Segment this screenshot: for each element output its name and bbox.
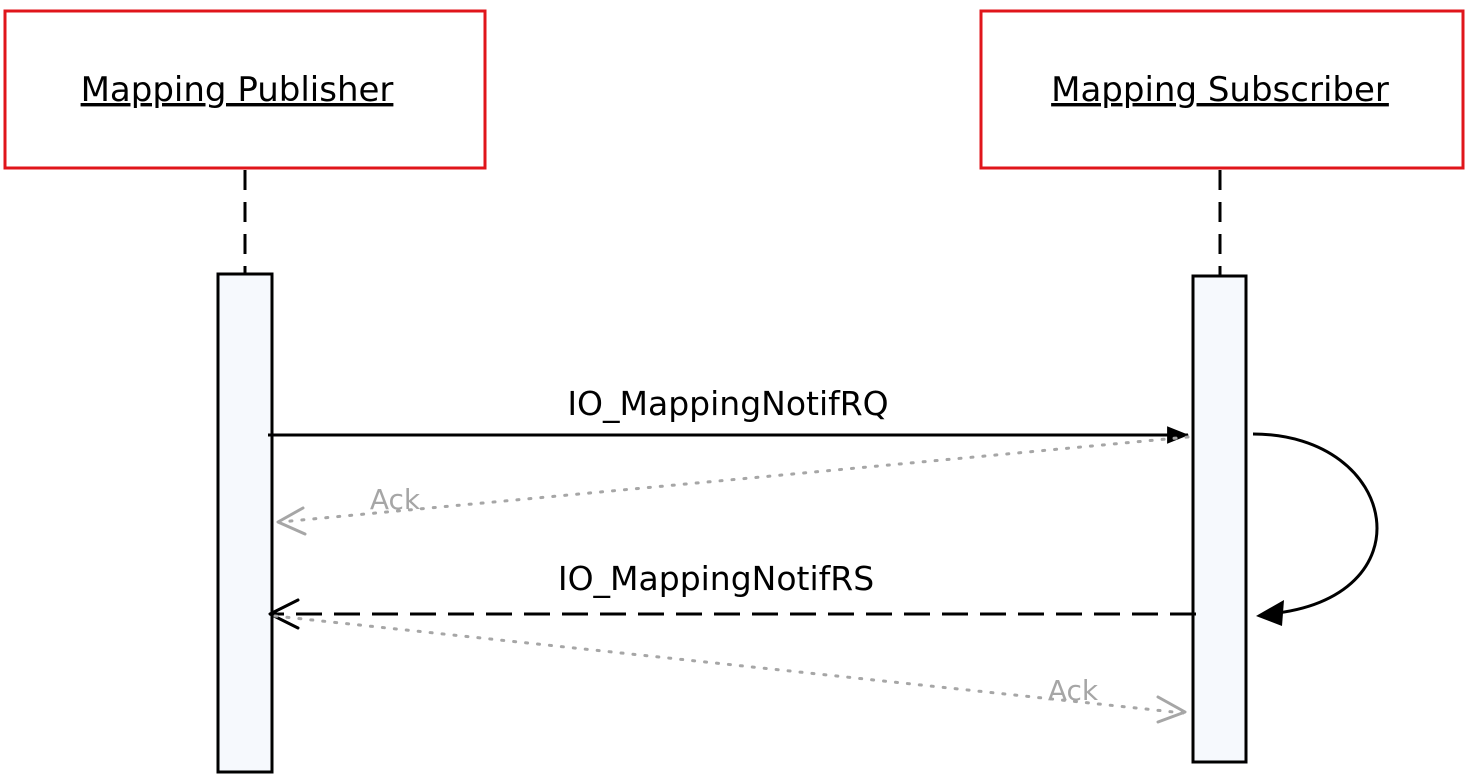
message-request-ack-line [278, 435, 1190, 524]
message-response-ack-label: Ack [1048, 674, 1099, 707]
self-call-curve [1252, 432, 1379, 616]
activation-bar-subscriber [1191, 274, 1248, 764]
self-call-processing [1252, 432, 1379, 626]
message-response-label: IO_MappingNotifRS [558, 559, 874, 598]
self-call-arrowhead [1256, 600, 1284, 626]
participant-subscriber-box [979, 9, 1465, 170]
participant-subscriber-label: Mapping Subscriber [1051, 70, 1389, 110]
participant-publisher-label: Mapping Publisher [81, 70, 394, 110]
message-request-ack: Ack [276, 435, 1190, 536]
participant-publisher-box [3, 9, 487, 170]
message-response-arrowhead [268, 598, 300, 630]
participant-publisher: Mapping Publisher [3, 9, 487, 170]
message-response: IO_MappingNotifRS [268, 559, 1196, 630]
message-request-ack-label: Ack [370, 483, 421, 516]
message-response-ack-arrowhead [1156, 695, 1187, 724]
activation-bar-publisher [216, 272, 274, 774]
message-request-ack-arrowhead [276, 506, 307, 536]
message-request-label: IO_MappingNotifRQ [567, 384, 888, 423]
participant-subscriber: Mapping Subscriber [979, 9, 1465, 170]
message-response-ack: Ack [273, 614, 1187, 724]
message-request: IO_MappingNotifRQ [268, 384, 1190, 444]
message-response-ack-line [273, 614, 1185, 715]
